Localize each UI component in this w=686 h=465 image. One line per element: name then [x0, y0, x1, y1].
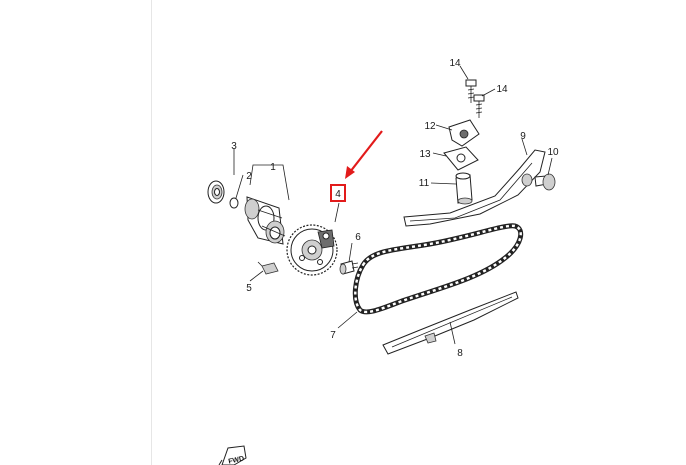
- callout-6: 6: [355, 232, 361, 243]
- callout-8: 8: [457, 348, 463, 359]
- callout-14b: 14: [496, 84, 508, 95]
- callout-2: 2: [246, 171, 252, 182]
- callout-14a: 14: [449, 58, 461, 69]
- leader-lines: [233, 65, 553, 345]
- highlight-box: [330, 184, 346, 202]
- callout-1: 1: [270, 162, 276, 173]
- callout-10: 10: [547, 147, 559, 158]
- highlight-arrow: [345, 130, 383, 179]
- clip-5: [257, 261, 279, 275]
- bolt-14b: [473, 94, 485, 118]
- tensioner-rod-11: [455, 172, 473, 205]
- bolt-6: [339, 260, 359, 275]
- camshaft-assembly: [207, 180, 286, 245]
- fwd-label: FWD: [228, 455, 245, 465]
- bolt-10: [534, 173, 556, 191]
- callout-13: 13: [419, 149, 431, 160]
- callout-9: 9: [520, 131, 526, 142]
- callout-3: 3: [231, 141, 237, 152]
- cam-sprocket-4: [286, 224, 338, 276]
- gasket-13: [443, 146, 479, 171]
- bolt-14a: [465, 79, 477, 103]
- left-blank-panel: [0, 0, 152, 465]
- callout-5: 5: [246, 283, 252, 294]
- bearing-3: [207, 180, 225, 204]
- tensioner-arm-9: [403, 149, 546, 227]
- circlip-2: [229, 197, 239, 209]
- callout-11: 11: [419, 178, 430, 189]
- camshaft-1: [244, 196, 286, 245]
- tensioner-body-12: [448, 119, 480, 147]
- fwd-direction-badge: FWD: [218, 445, 247, 465]
- callout-4: 4: [335, 189, 341, 200]
- callout-12: 12: [424, 121, 436, 132]
- callout-7: 7: [330, 330, 336, 341]
- timing-chain-7: [352, 223, 524, 315]
